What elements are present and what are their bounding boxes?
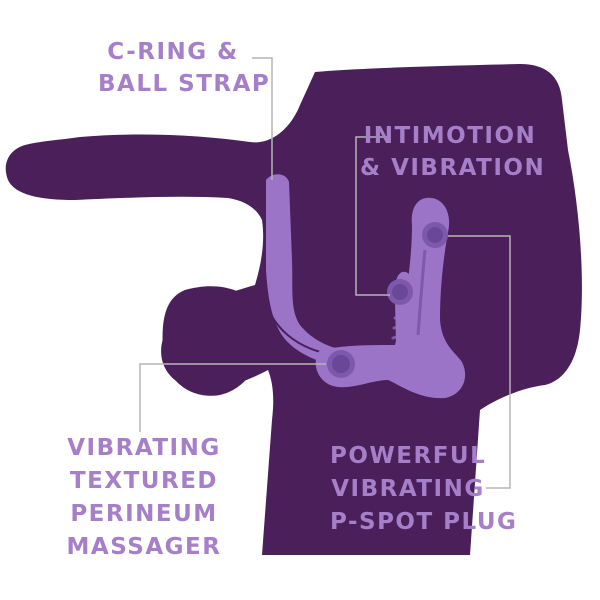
label-line: VIBRATING: [331, 476, 485, 502]
label-line: P-SPOT PLUG: [330, 509, 518, 535]
label-line: VIBRATING: [67, 435, 221, 461]
leader-perineum: [139, 363, 326, 432]
label-line: C-RING &: [107, 39, 239, 65]
label-line: TEXTURED: [69, 468, 218, 494]
leader-intimotion: [355, 136, 390, 296]
scrotum-shape: [162, 286, 264, 396]
label-c-ring-ball-strap: C-RING & BALL STRAP: [98, 36, 271, 100]
label-line: MASSAGER: [66, 534, 222, 560]
vibration-point-pspot: [422, 222, 448, 248]
plug-shaft-detail: [416, 249, 427, 336]
label-line: INTIMOTION: [363, 123, 537, 149]
leader-lines: [139, 57, 511, 489]
leader-cring: [252, 57, 273, 180]
leader-pspot: [448, 235, 511, 489]
label-perineum-massager: VIBRATING TEXTURED PERINEUM MASSAGER: [66, 432, 222, 564]
label-line: POWERFUL: [330, 443, 487, 469]
label-line: BALL STRAP: [98, 71, 271, 97]
label-intimotion-vibration: INTIMOTION & VIBRATION: [360, 120, 546, 184]
c-ring-strap: [266, 174, 345, 366]
label-line: & VIBRATION: [360, 155, 546, 181]
device-base: [315, 197, 466, 399]
label-line: PERINEUM: [70, 501, 218, 527]
vibration-point-perineum: [327, 350, 355, 378]
vibration-point-intimotion: [387, 279, 413, 305]
label-p-spot-plug: POWERFUL VIBRATING P-SPOT PLUG: [330, 440, 518, 539]
